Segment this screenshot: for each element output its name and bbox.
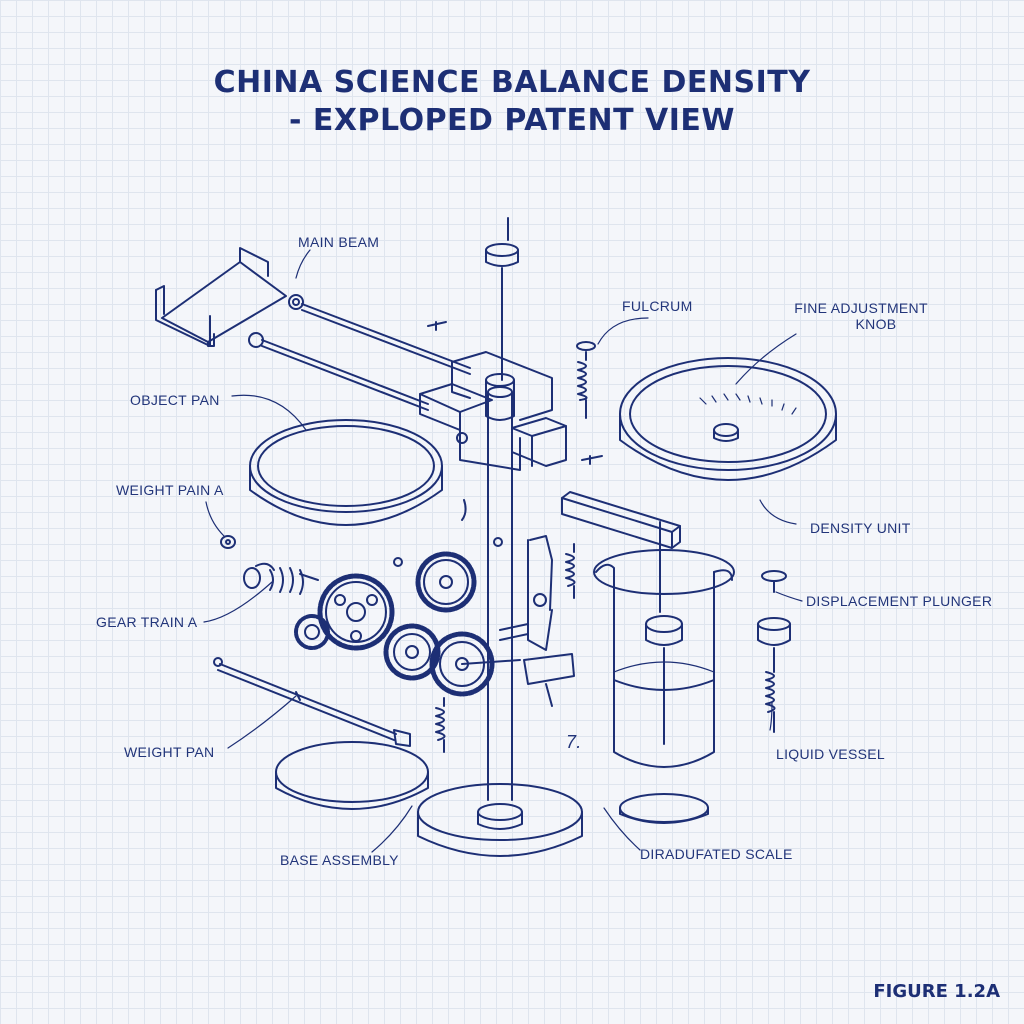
weight-pan <box>275 741 429 810</box>
gear-train-a <box>243 551 521 697</box>
label-gear-train-a: GEAR TRAIN A <box>96 614 198 630</box>
displacement-plunger <box>757 570 791 733</box>
clip-part <box>461 499 467 521</box>
object-pan-tray <box>155 247 304 347</box>
diagram-title: CHINA SCIENCE BALANCE DENSITY - EXPLOPED… <box>0 64 1024 140</box>
label-base-assembly: BASE ASSEMBLY <box>280 852 399 868</box>
label-liquid-vessel: LIQUID VESSEL <box>776 746 885 762</box>
label-fine-adjustment-line2: KNOB <box>855 316 897 332</box>
pin-dot-2 <box>393 557 403 567</box>
small-pin <box>427 321 447 331</box>
label-object-pan: OBJECT PAN <box>130 392 220 408</box>
central-column <box>485 217 519 801</box>
label-weight-pan: WEIGHT PAN <box>124 744 215 760</box>
main-beam <box>248 303 471 411</box>
fulcrum-block <box>419 351 567 471</box>
label-displacement-plunger: DISPLACEMENT PLUNGER <box>806 593 993 609</box>
fulcrum-spring <box>576 341 596 419</box>
figure-label: FIGURE 1.2A <box>873 981 1000 1002</box>
bracket-spring <box>565 543 576 599</box>
label-main-beam: MAIN BEAM <box>298 234 380 250</box>
object-pan <box>249 419 443 526</box>
weight-piece-a-hole <box>225 539 231 545</box>
stray-mark: 7. <box>566 732 582 752</box>
title-line-2: - EXPLOPED PATENT VIEW <box>289 103 735 138</box>
small-screw <box>581 455 603 465</box>
slide-bar <box>561 491 681 549</box>
weight-piece-a <box>220 535 236 549</box>
label-weight-pain-a: WEIGHT PAIN A <box>116 482 224 498</box>
weight-pan-rod <box>213 657 411 747</box>
pin-dot <box>493 537 503 547</box>
graduated-scale <box>619 793 709 824</box>
density-unit <box>619 357 837 481</box>
title-line-1: CHINA SCIENCE BALANCE DENSITY <box>213 65 811 100</box>
gear-spring <box>435 697 446 753</box>
base-assembly <box>417 783 583 857</box>
label-density-unit: DENSITY UNIT <box>810 520 911 536</box>
label-fine-adjustment-knob: FINE ADJUSTMENT KNOB <box>776 300 946 332</box>
leader-lines <box>203 249 803 853</box>
label-fine-adjustment-line1: FINE ADJUSTMENT <box>794 300 928 316</box>
column-bracket <box>499 535 575 707</box>
label-fulcrum: FULCRUM <box>622 298 693 314</box>
liquid-vessel <box>593 521 735 768</box>
label-diradufated-scale: DIRADUFATED SCALE <box>640 846 793 862</box>
